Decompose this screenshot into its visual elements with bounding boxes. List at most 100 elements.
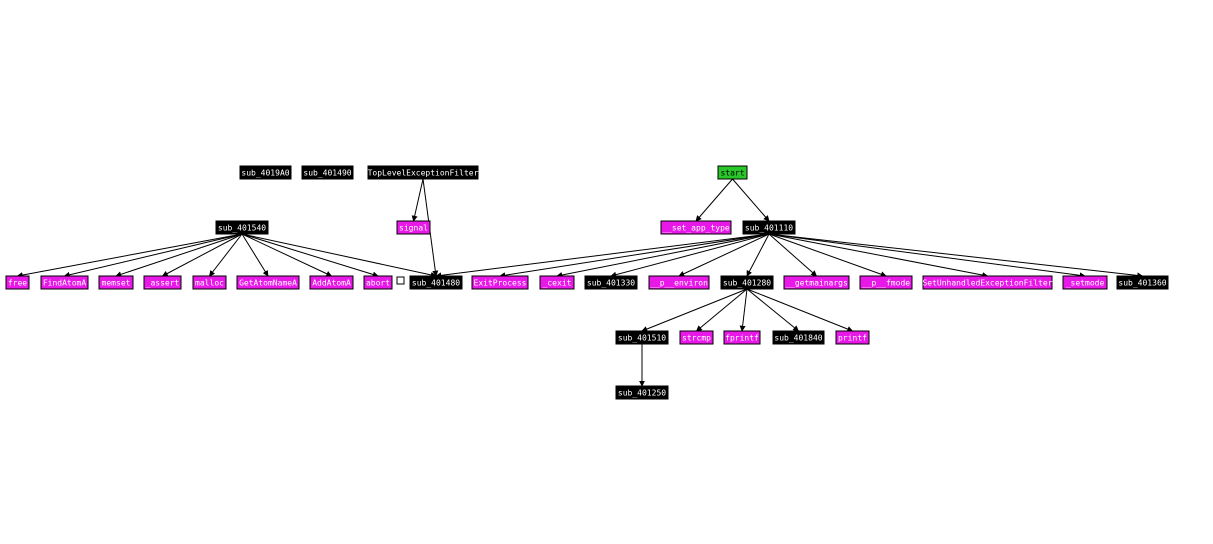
node-label: free (8, 279, 27, 288)
edge-sub-401540-to-getatomnamea (241, 233, 269, 277)
node-label: fprintf (725, 334, 759, 343)
node-assert[interactable]: _assert (143, 275, 182, 290)
node-box[interactable] (660, 220, 732, 235)
node-box[interactable] (859, 275, 913, 290)
node-findatoma[interactable]: FindAtomA (40, 275, 89, 290)
node-sub-401480[interactable]: sub_401480 (409, 275, 463, 290)
node-strcmp[interactable]: strcmp (679, 330, 714, 345)
node-box[interactable] (396, 220, 431, 235)
node-box[interactable] (648, 275, 710, 290)
node-label: memset (102, 279, 131, 288)
nodes-layer: sub_4019A0 sub_401490 TopLevelExceptionFil… (5, 165, 1169, 400)
edge-start-to-sub-401110 (732, 178, 770, 222)
edge-sub-401110-to-exitprocess (499, 233, 770, 279)
node-box[interactable] (679, 330, 714, 345)
node-label: sub_401330 (587, 279, 635, 288)
node-box[interactable] (143, 275, 182, 290)
edge-sub-401540-to-abort (241, 233, 379, 278)
node-exitprocess[interactable]: ExitProcess (471, 275, 529, 290)
node-signal[interactable]: signal (396, 220, 431, 235)
node-box[interactable] (471, 275, 529, 290)
node-box[interactable] (1062, 275, 1108, 290)
node-sub-401840[interactable]: sub_401840 (772, 330, 825, 345)
node-label: sub_4019A0 (241, 169, 289, 178)
node-printf[interactable]: printf (835, 330, 870, 345)
node-sub-401110[interactable]: sub_401110 (742, 220, 796, 235)
node-sub-401360[interactable]: sub_401360 (1116, 275, 1169, 290)
node-malloc[interactable]: malloc (192, 275, 227, 290)
node-box[interactable] (5, 275, 30, 290)
node-label: _assert (146, 279, 180, 288)
node-box[interactable] (922, 275, 1053, 290)
node-sub-401490[interactable]: sub_401490 (301, 165, 354, 180)
edge-sub-401280-to-printf (746, 288, 854, 332)
node-label: sub_401110 (745, 224, 793, 233)
node-getatomnamea[interactable]: GetAtomNameA (236, 275, 300, 290)
node-label: sub_401540 (218, 224, 266, 233)
node-box[interactable] (720, 275, 774, 290)
node-setmode[interactable]: _setmode (1062, 275, 1108, 290)
node-sub-401280[interactable]: sub_401280 (720, 275, 774, 290)
node-box[interactable] (783, 275, 850, 290)
node-p-environ[interactable]: __p__environ (648, 275, 710, 290)
edge-sub-401280-to-sub-401510 (641, 288, 748, 332)
node-toplevelexceptionfilter[interactable]: TopLevelExceptionFilter (367, 165, 479, 180)
node-box[interactable] (723, 330, 761, 345)
node-box[interactable] (40, 275, 89, 290)
node-sub-4019a0[interactable]: sub_4019A0 (239, 165, 292, 180)
node-sub-401330[interactable]: sub_401330 (584, 275, 638, 290)
node-abort[interactable]: abort (363, 275, 393, 290)
node-label: SetUnhandledExceptionFilter (922, 279, 1052, 288)
edge-sub-401540-to-findatoma (63, 233, 243, 278)
node-box[interactable] (215, 220, 269, 235)
node-cexit[interactable]: _cexit (539, 275, 575, 290)
edge-sub-401110-to-cexit (556, 233, 770, 278)
node-free[interactable]: free (5, 275, 30, 290)
edge-sub-401540-to-free (16, 233, 243, 278)
node-box[interactable] (239, 165, 292, 180)
node-box[interactable] (615, 385, 669, 400)
node-set-app-type[interactable]: __set_app_type (660, 220, 732, 235)
node-label: __set_app_type (662, 224, 730, 233)
edge-sub-401110-to-sub-401360 (768, 233, 1144, 279)
node-box[interactable] (717, 165, 748, 180)
node-box[interactable] (363, 275, 393, 290)
node-p-fmode[interactable]: __p__fmode (859, 275, 913, 290)
node-setunhandledexceptionfilter[interactable]: SetUnhandledExceptionFilter (922, 275, 1053, 290)
node-getmainargs[interactable]: __getmainargs (783, 275, 850, 290)
node-box[interactable] (409, 275, 463, 290)
node-label: __getmainargs (785, 279, 848, 288)
edge-sub-401540-to-assert (161, 233, 243, 277)
node-box[interactable] (192, 275, 227, 290)
edge-sub-401540-to-memset (115, 233, 243, 278)
node-box[interactable] (367, 165, 479, 180)
node-label: GetAtomNameA (239, 279, 297, 288)
node-label: sub_401280 (723, 279, 771, 288)
node-label: sub_401510 (618, 334, 666, 343)
edge-toplevelexceptionfilter-to-signal (411, 178, 424, 222)
node-box[interactable] (98, 275, 134, 290)
node-addatoma[interactable]: AddAtomA (309, 275, 354, 290)
node-box[interactable] (539, 275, 575, 290)
node-label: _cexit (543, 279, 572, 288)
node-label: sub_401840 (774, 334, 822, 343)
node-box[interactable] (301, 165, 354, 180)
node-box[interactable] (772, 330, 825, 345)
node-box[interactable] (742, 220, 796, 235)
node-box[interactable] (615, 330, 669, 345)
node-start[interactable]: start (717, 165, 748, 180)
node-box[interactable] (236, 275, 300, 290)
edge-sub-401540-to-malloc (209, 233, 243, 277)
node-sub-401540[interactable]: sub_401540 (215, 220, 269, 235)
node-sub-401510[interactable]: sub_401510 (615, 330, 669, 345)
node-box[interactable] (835, 330, 870, 345)
node-memset[interactable]: memset (98, 275, 134, 290)
node-label: ExitProcess (474, 279, 527, 288)
node-label: printf (838, 334, 867, 343)
node-sub-401250[interactable]: sub_401250 (615, 385, 669, 400)
node-fprintf[interactable]: fprintf (723, 330, 761, 345)
node-box[interactable] (1116, 275, 1169, 290)
edge-loop-marker (396, 276, 405, 285)
node-box[interactable] (584, 275, 638, 290)
node-box[interactable] (309, 275, 354, 290)
